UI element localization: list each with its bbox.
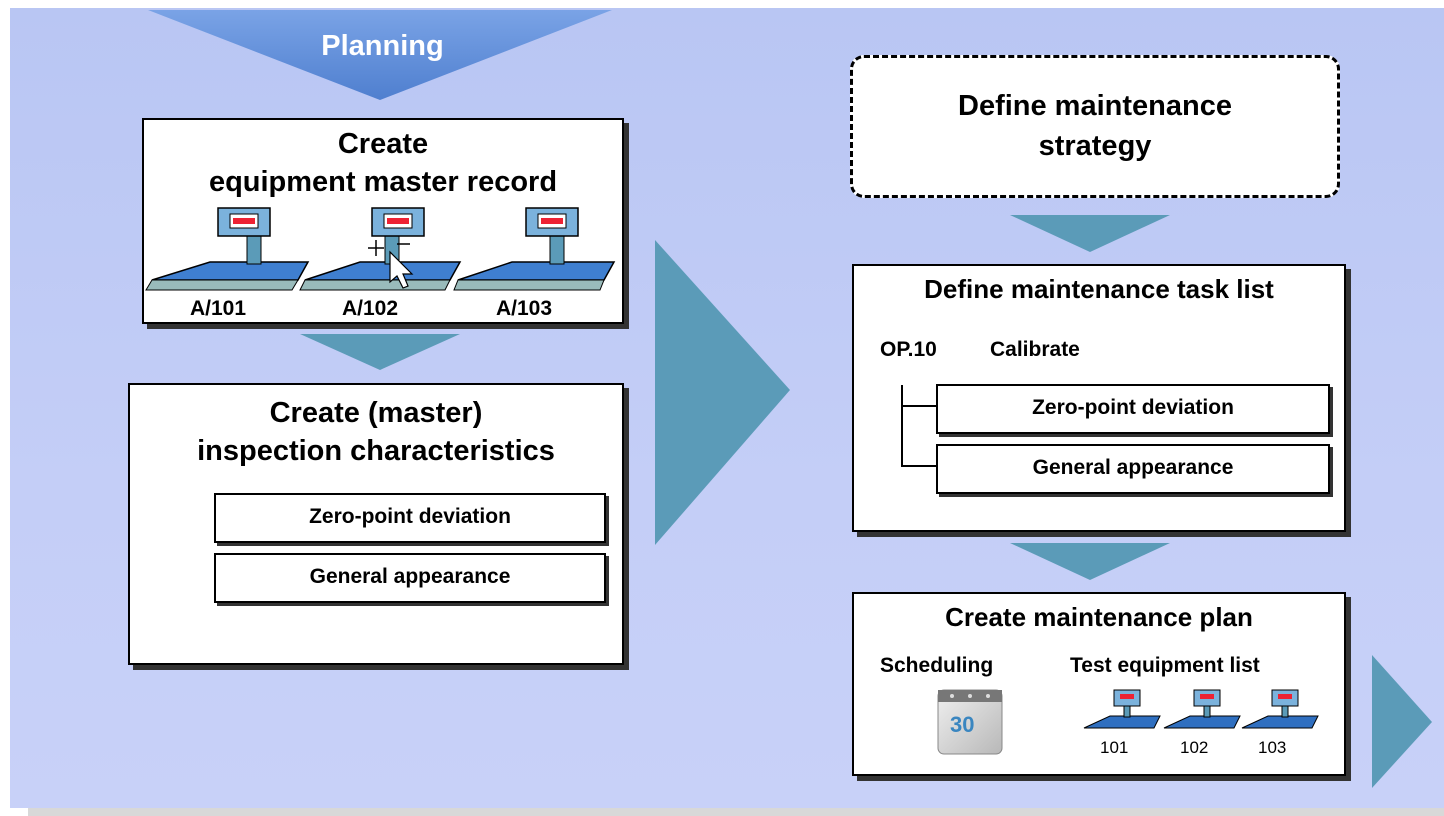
down-arrow-strategy-to-tasklist: [1010, 215, 1170, 252]
scale-label-2: A/102: [342, 297, 399, 320]
equipment-number-102: 102: [1180, 738, 1209, 757]
small-scale-icon-102: [1163, 689, 1241, 729]
scale-label-1: A/101: [190, 297, 247, 320]
equipment-number-101: 101: [1100, 738, 1129, 757]
calendar-day: 30: [950, 712, 975, 737]
scale-icon-2: [299, 207, 462, 291]
scheduling-label: Scheduling: [880, 654, 994, 677]
plan-title: Create maintenance plan: [945, 602, 1253, 632]
inspection-item-zero-point: Zero-point deviation: [214, 493, 606, 543]
scale-label-3: A/103: [496, 297, 553, 320]
down-arrow-equipment-to-inspection: [300, 334, 460, 370]
scale-icon-3: [453, 207, 616, 291]
maintenance-strategy-box: Define maintenance strategy: [850, 55, 1340, 198]
test-equipment-label: Test equipment list: [1070, 654, 1260, 677]
strategy-title-line2: strategy: [1038, 130, 1152, 162]
task-list-title: Define maintenance task list: [924, 274, 1274, 304]
operation-name: Calibrate: [990, 338, 1080, 361]
big-right-arrow: [655, 240, 790, 545]
task-item-zero-point: Zero-point deviation: [936, 384, 1330, 434]
small-scale-icon-103: [1241, 689, 1319, 729]
down-arrow-tasklist-to-plan: [1010, 543, 1170, 580]
maintenance-plan-box: Create maintenance plan Scheduling Test …: [852, 592, 1346, 776]
inspection-title-line2: inspection characteristics: [197, 435, 555, 467]
inspection-title-line1: Create (master): [269, 397, 483, 429]
task-item-general-appearance: General appearance: [936, 444, 1330, 494]
strategy-title-line1: Define maintenance: [958, 90, 1232, 122]
right-arrow-plan: [1372, 655, 1432, 788]
background-shadow: [28, 808, 1444, 816]
maintenance-task-list-box: Define maintenance task list OP.10 Calib…: [852, 264, 1346, 532]
inspection-characteristics-box: Create (master) inspection characteristi…: [128, 383, 624, 665]
operation-code: OP.10: [880, 338, 937, 361]
planning-label: Planning: [321, 30, 444, 62]
scale-icon-1: [145, 207, 310, 291]
equipment-title-line1: Create: [337, 128, 429, 160]
equipment-number-103: 103: [1258, 738, 1287, 757]
small-scale-icon-101: [1083, 689, 1161, 729]
inspection-item-general-appearance: General appearance: [214, 553, 606, 603]
equipment-title-line2: equipment master record: [208, 166, 558, 198]
